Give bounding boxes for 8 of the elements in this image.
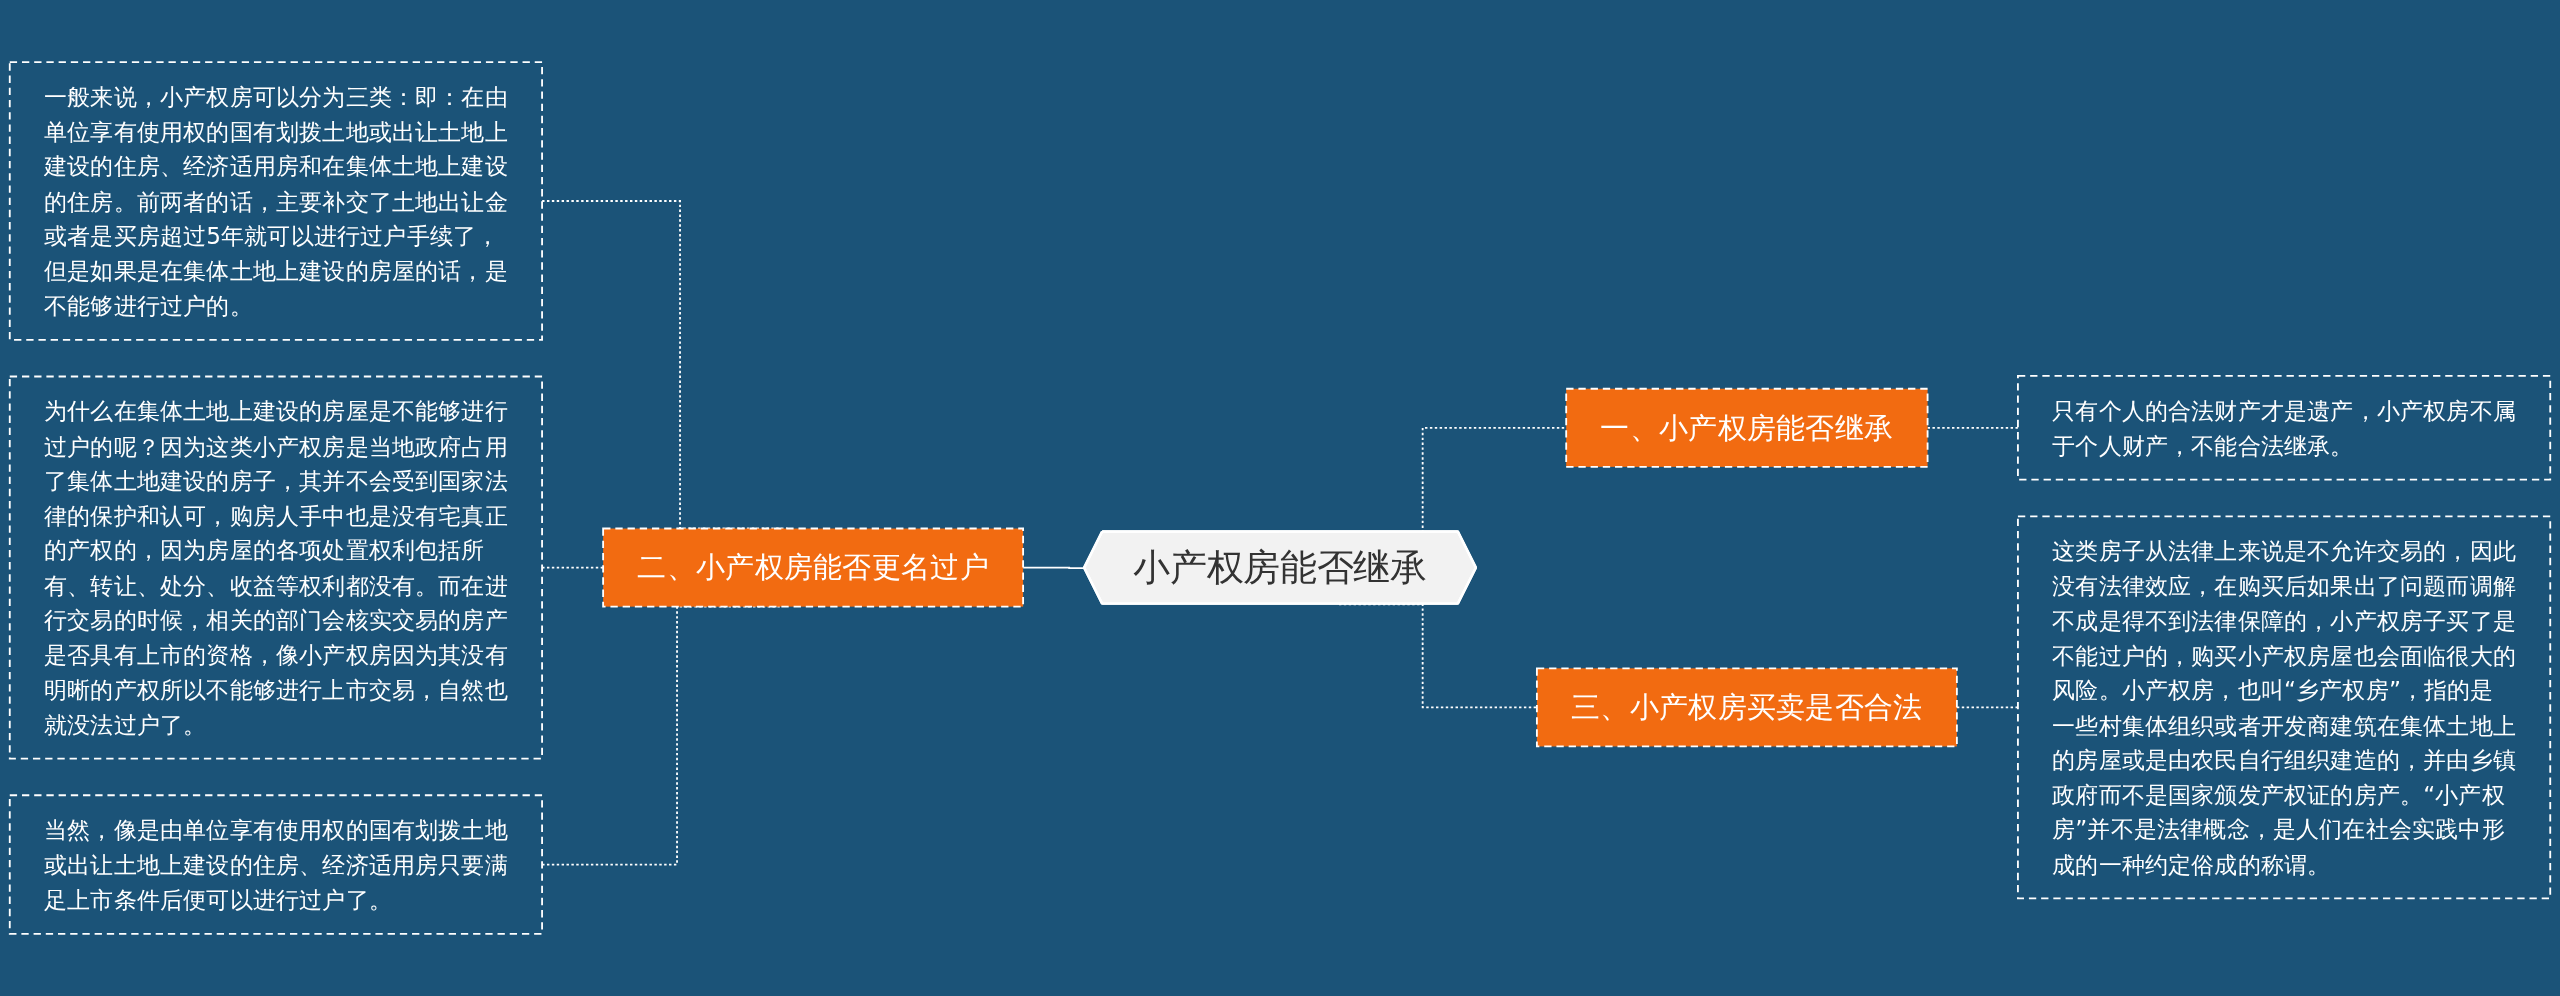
node-box: 二、小产权房能否更名过户	[602, 527, 1024, 608]
node-box: 这类房子从法律上来说是不允许交易的，因此没有法律效应，在购买后如果出了问题而调解不成是得不到法律保障的，小产权房子买了是不能过户的，购买小产权房屋也会面临很大的风险。小产权房，也叫“乡产权房”，指的是一些村集体组织或者开发商建筑在集体土地上的房屋或是由农民自行组织建造的，并由乡镇政府而不是国家颁发产权证的房产。“小产权房”并不是法律概念，是人们在社会实践中形成的一种约定俗成的称谓。	[2017, 515, 2552, 900]
node-box: 一般来说，小产权房可以分为三类：即：在由单位享有使用权的国有划拨土地或出让土地上建设的住房、经济适用房和在集体土地上建设的住房。前两者的话，主要补交了土地出让金或者是买房超过5年就可以进行过户手续了，但是如果是在集体土地上建设的房屋的话，是不能够进行过户的。	[8, 61, 543, 341]
node-box: 只有个人的合法财产才是遗产，小产权房不属于个人财产，不能合法继承。	[2017, 375, 2552, 481]
node-box: 三、小产权房买卖是否合法	[1536, 667, 1958, 748]
node-box: 为什么在集体土地上建设的房屋是不能够进行过户的呢？因为这类小产权房是当地政府占用了集体土地建设的房子，其并不会受到国家法律的保护和认可，购房人手中也是没有宅真正的产权的，因为房屋的各项处置权利包括所有、转让、处分、收益等权利都没有。而在进行交易的时候，相关的部门会核实交易的房产是否具有上市的资格，像小产权房因为其没有明晰的产权所以不能够进行上市交易，自然也就没法过户了。	[8, 375, 543, 760]
node-box: 一、小产权房能否继承	[1565, 387, 1929, 468]
node-box: 当然，像是由单位享有使用权的国有划拨土地或出让土地上建设的住房、经济适用房只要满足上市条件后便可以进行过户了。	[8, 794, 543, 935]
